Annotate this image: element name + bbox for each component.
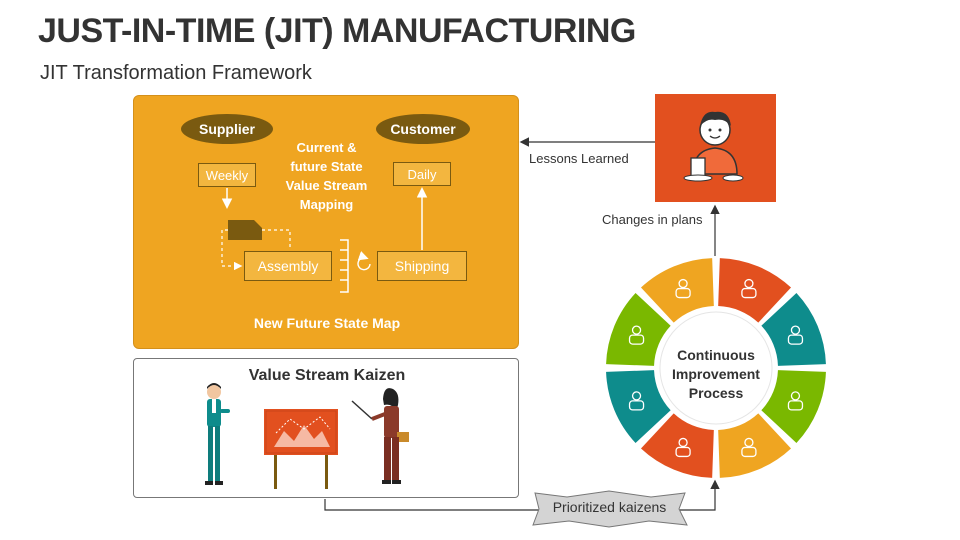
assembly-box: Assembly (244, 251, 332, 281)
prioritized-kaizens-label: Prioritized kaizens (552, 499, 667, 515)
cycle-segment (761, 370, 826, 444)
segment-person-icon (675, 437, 691, 458)
segment-person-icon (741, 437, 757, 458)
customer-node: Customer (376, 114, 470, 144)
shipping-box: Shipping (377, 251, 467, 281)
person-with-book-icon (683, 111, 744, 182)
segment-person-icon (787, 325, 804, 345)
lessons-person-box (655, 94, 776, 202)
value-stream-map-panel: Supplier Customer Weekly Daily Current &… (133, 95, 519, 349)
cycle-segment (640, 258, 714, 323)
cycle-segment (606, 370, 671, 444)
kaizen-title: Value Stream Kaizen (248, 367, 406, 384)
prioritized-kaizens-badge (532, 490, 688, 528)
segment-person-icon (787, 391, 804, 411)
cycle-segment (761, 292, 826, 366)
woman-figure-icon (351, 388, 409, 484)
vsm-footer: New Future State Map (253, 315, 401, 331)
kaizen-illustration (205, 383, 409, 489)
page-subtitle: JIT Transformation Framework (40, 62, 312, 84)
segment-person-icon (675, 278, 691, 299)
cycle-segment (640, 413, 714, 478)
lessons-learned-label: Lessons Learned (529, 151, 629, 166)
cycle-center-label: Continuous Improvement Process (672, 347, 760, 401)
cycle-segment (718, 413, 792, 478)
page-title: JUST-IN-TIME (JIT) MANUFACTURING (38, 12, 636, 50)
shelf-icon (340, 239, 349, 293)
cycle-icon (357, 251, 371, 271)
changes-in-plans-label: Changes in plans (602, 212, 703, 227)
vsm-connectors (221, 187, 428, 293)
chart-board-icon (264, 409, 338, 489)
cycle-segment (718, 258, 792, 323)
value-stream-kaizen-panel: Value Stream Kaizen (133, 358, 519, 498)
daily-box: Daily (393, 162, 451, 186)
inventory-icon (228, 220, 262, 240)
segment-person-icon (741, 278, 757, 299)
segment-person-icon (628, 391, 645, 411)
supplier-node: Supplier (181, 114, 273, 144)
prioritized-arrow (324, 479, 720, 511)
cycle-segment (606, 292, 671, 366)
vsm-center-label: Current & future State Value Stream Mapp… (285, 140, 368, 212)
weekly-box: Weekly (198, 163, 256, 187)
man-figure-icon (205, 383, 230, 485)
continuous-improvement-cycle (606, 258, 826, 478)
segment-person-icon (628, 325, 645, 345)
